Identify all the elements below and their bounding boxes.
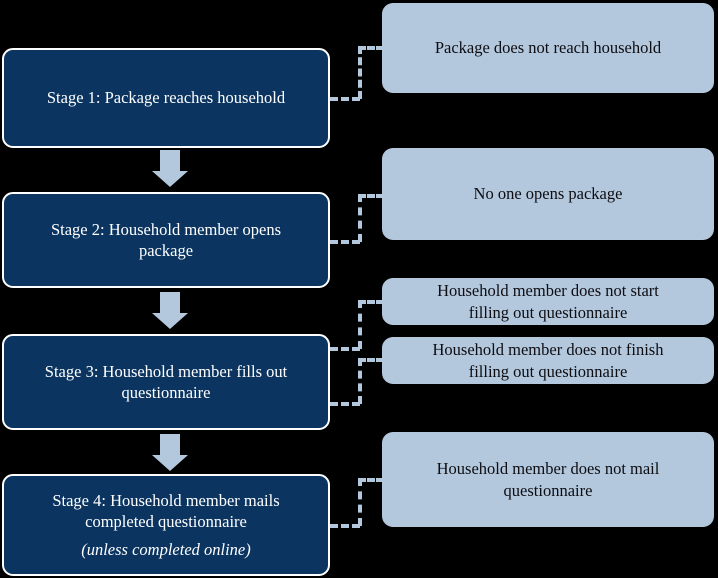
stage-1-line-1: Stage 1: Package reaches household: [46, 88, 286, 108]
stage-4-note: (unless completed online): [81, 540, 251, 560]
connector-stage4-horizontal-out: [330, 524, 360, 528]
stage-4-line-1: Stage 4: Household member mails: [52, 490, 280, 510]
failure-5-line-2: questionnaire: [503, 480, 593, 500]
arrow-head: [152, 455, 188, 471]
arrow-head: [152, 171, 188, 187]
connector-stage3-horizontal-out-lower: [330, 402, 360, 406]
connector-stage4-vertical: [358, 478, 362, 526]
stage-3-line-1: Stage 3: Household member fills out: [44, 361, 288, 381]
failure-box-4[interactable]: Household member does not finish filling…: [382, 337, 714, 384]
stage-4-line-2: completed questionnaire: [85, 511, 247, 531]
failure-1-line-1: Package does not reach household: [434, 38, 662, 58]
stage-box-3[interactable]: Stage 3: Household member fills out ques…: [2, 334, 330, 430]
stage-2-line-1: Stage 2: Household member opens: [50, 219, 282, 239]
stage-box-4[interactable]: Stage 4: Household member mails complete…: [2, 474, 330, 576]
connector-stage3-horizontal-in-lower: [358, 358, 384, 362]
arrow-shaft: [160, 434, 180, 456]
failure-4-line-1: Household member does not finish: [432, 340, 664, 360]
failure-2-line-1: No one opens package: [473, 184, 623, 204]
connector-stage2-vertical: [358, 194, 362, 242]
connector-stage1-horizontal-out: [330, 97, 360, 101]
failure-box-3[interactable]: Household member does not start filling …: [382, 278, 714, 325]
failure-4-line-2: filling out questionnaire: [468, 361, 628, 381]
failure-box-2[interactable]: No one opens package: [382, 148, 714, 240]
connector-stage3-vertical-lower: [358, 358, 362, 404]
arrow-head: [152, 313, 188, 329]
failure-3-line-1: Household member does not start: [437, 281, 659, 301]
arrow-shaft: [160, 292, 180, 314]
connector-stage2-horizontal-out: [330, 240, 360, 244]
connector-stage4-horizontal-in: [358, 478, 384, 482]
connector-stage1-vertical: [358, 46, 362, 99]
connector-stage1-horizontal-in: [358, 46, 384, 50]
flow-arrow-1-to-2: [152, 150, 188, 187]
stage-box-2[interactable]: Stage 2: Household member opens package: [2, 192, 330, 288]
stage-box-1[interactable]: Stage 1: Package reaches household: [2, 48, 330, 148]
stage-3-line-2: questionnaire: [121, 383, 211, 402]
connector-stage3-horizontal-in-upper: [358, 300, 384, 304]
stage-2-line-2: package: [138, 241, 194, 260]
arrow-shaft: [160, 150, 180, 172]
connector-stage3-vertical-upper: [358, 300, 362, 349]
failure-box-1[interactable]: Package does not reach household: [382, 3, 714, 93]
failure-3-line-2: filling out questionnaire: [468, 302, 628, 322]
flow-arrow-2-to-3: [152, 292, 188, 329]
connector-stage2-horizontal-in: [358, 194, 384, 198]
failure-5-line-1: Household member does not mail: [436, 459, 660, 479]
connector-stage3-horizontal-out-upper: [330, 347, 360, 351]
flow-arrow-3-to-4: [152, 434, 188, 471]
failure-box-5[interactable]: Household member does not mail questionn…: [382, 432, 714, 527]
